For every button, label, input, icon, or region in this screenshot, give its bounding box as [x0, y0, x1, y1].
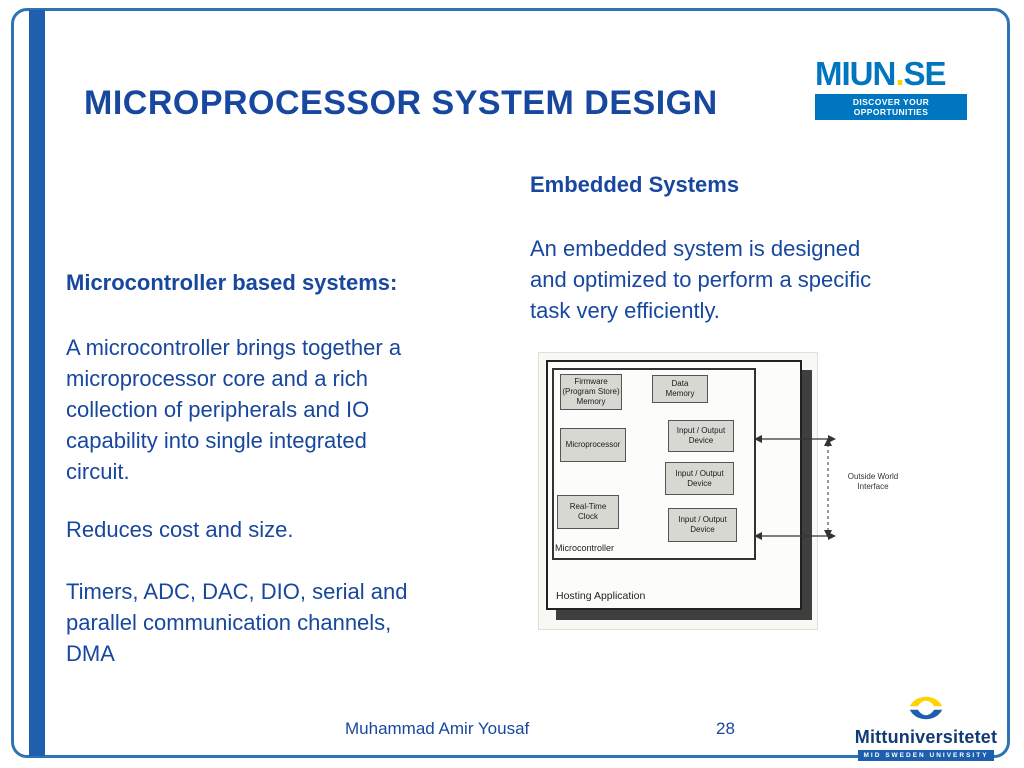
university-logo: Mittuniversitetet MID SWEDEN UNIVERSITY [852, 690, 1000, 761]
miun-logo-text: MIUN.SE [815, 57, 967, 90]
left-paragraph-1: A microcontroller brings together a micr… [66, 335, 402, 484]
block-real-time-clock: Real-Time Clock [557, 495, 619, 529]
page-number: 28 [716, 719, 735, 738]
hosting-application-label: Hosting Application [556, 590, 646, 602]
miun-logo: MIUN.SE DISCOVER YOUR OPPORTUNITIES [815, 57, 967, 120]
left-paragraph-3: Timers, ADC, DAC, DIO, serial and parall… [66, 579, 408, 666]
university-name: Mittuniversitetet [854, 727, 998, 747]
block-firmware-memory: Firmware (Program Store) Memory [560, 374, 622, 410]
microcontroller-box [552, 368, 756, 560]
university-subtitle: MID SWEDEN UNIVERSITY [858, 750, 994, 761]
miun-logo-part1: MIUN [815, 55, 896, 92]
right-heading: Embedded Systems [530, 172, 740, 197]
slide-border [11, 8, 1010, 758]
footer-author: Muhammad Amir Yousaf [345, 719, 530, 738]
left-paragraph-2: Reduces cost and size. [66, 517, 294, 542]
university-logo-icon [909, 696, 943, 720]
miun-logo-tagline: DISCOVER YOUR OPPORTUNITIES [815, 94, 967, 120]
outside-world-interface-label: Outside World Interface [847, 472, 899, 491]
miun-logo-part2: SE [903, 55, 947, 92]
block-io-device-3: Input / Output Device [668, 508, 737, 542]
block-io-device-1: Input / Output Device [668, 420, 734, 452]
left-heading: Microcontroller based systems: [66, 270, 398, 295]
microcontroller-label: Microcontroller [555, 543, 615, 553]
page-title: MICROPROCESSOR SYSTEM DESIGN [84, 84, 718, 122]
embedded-system-diagram: Firmware (Program Store) Memory Data Mem… [538, 352, 898, 634]
block-data-memory: Data Memory [652, 375, 708, 403]
accent-bar [29, 10, 45, 756]
miun-logo-dot: . [895, 55, 904, 92]
right-paragraph: An embedded system is designed and optim… [530, 236, 872, 323]
block-io-device-2: Input / Output Device [665, 462, 734, 495]
block-microprocessor: Microprocessor [560, 428, 626, 462]
